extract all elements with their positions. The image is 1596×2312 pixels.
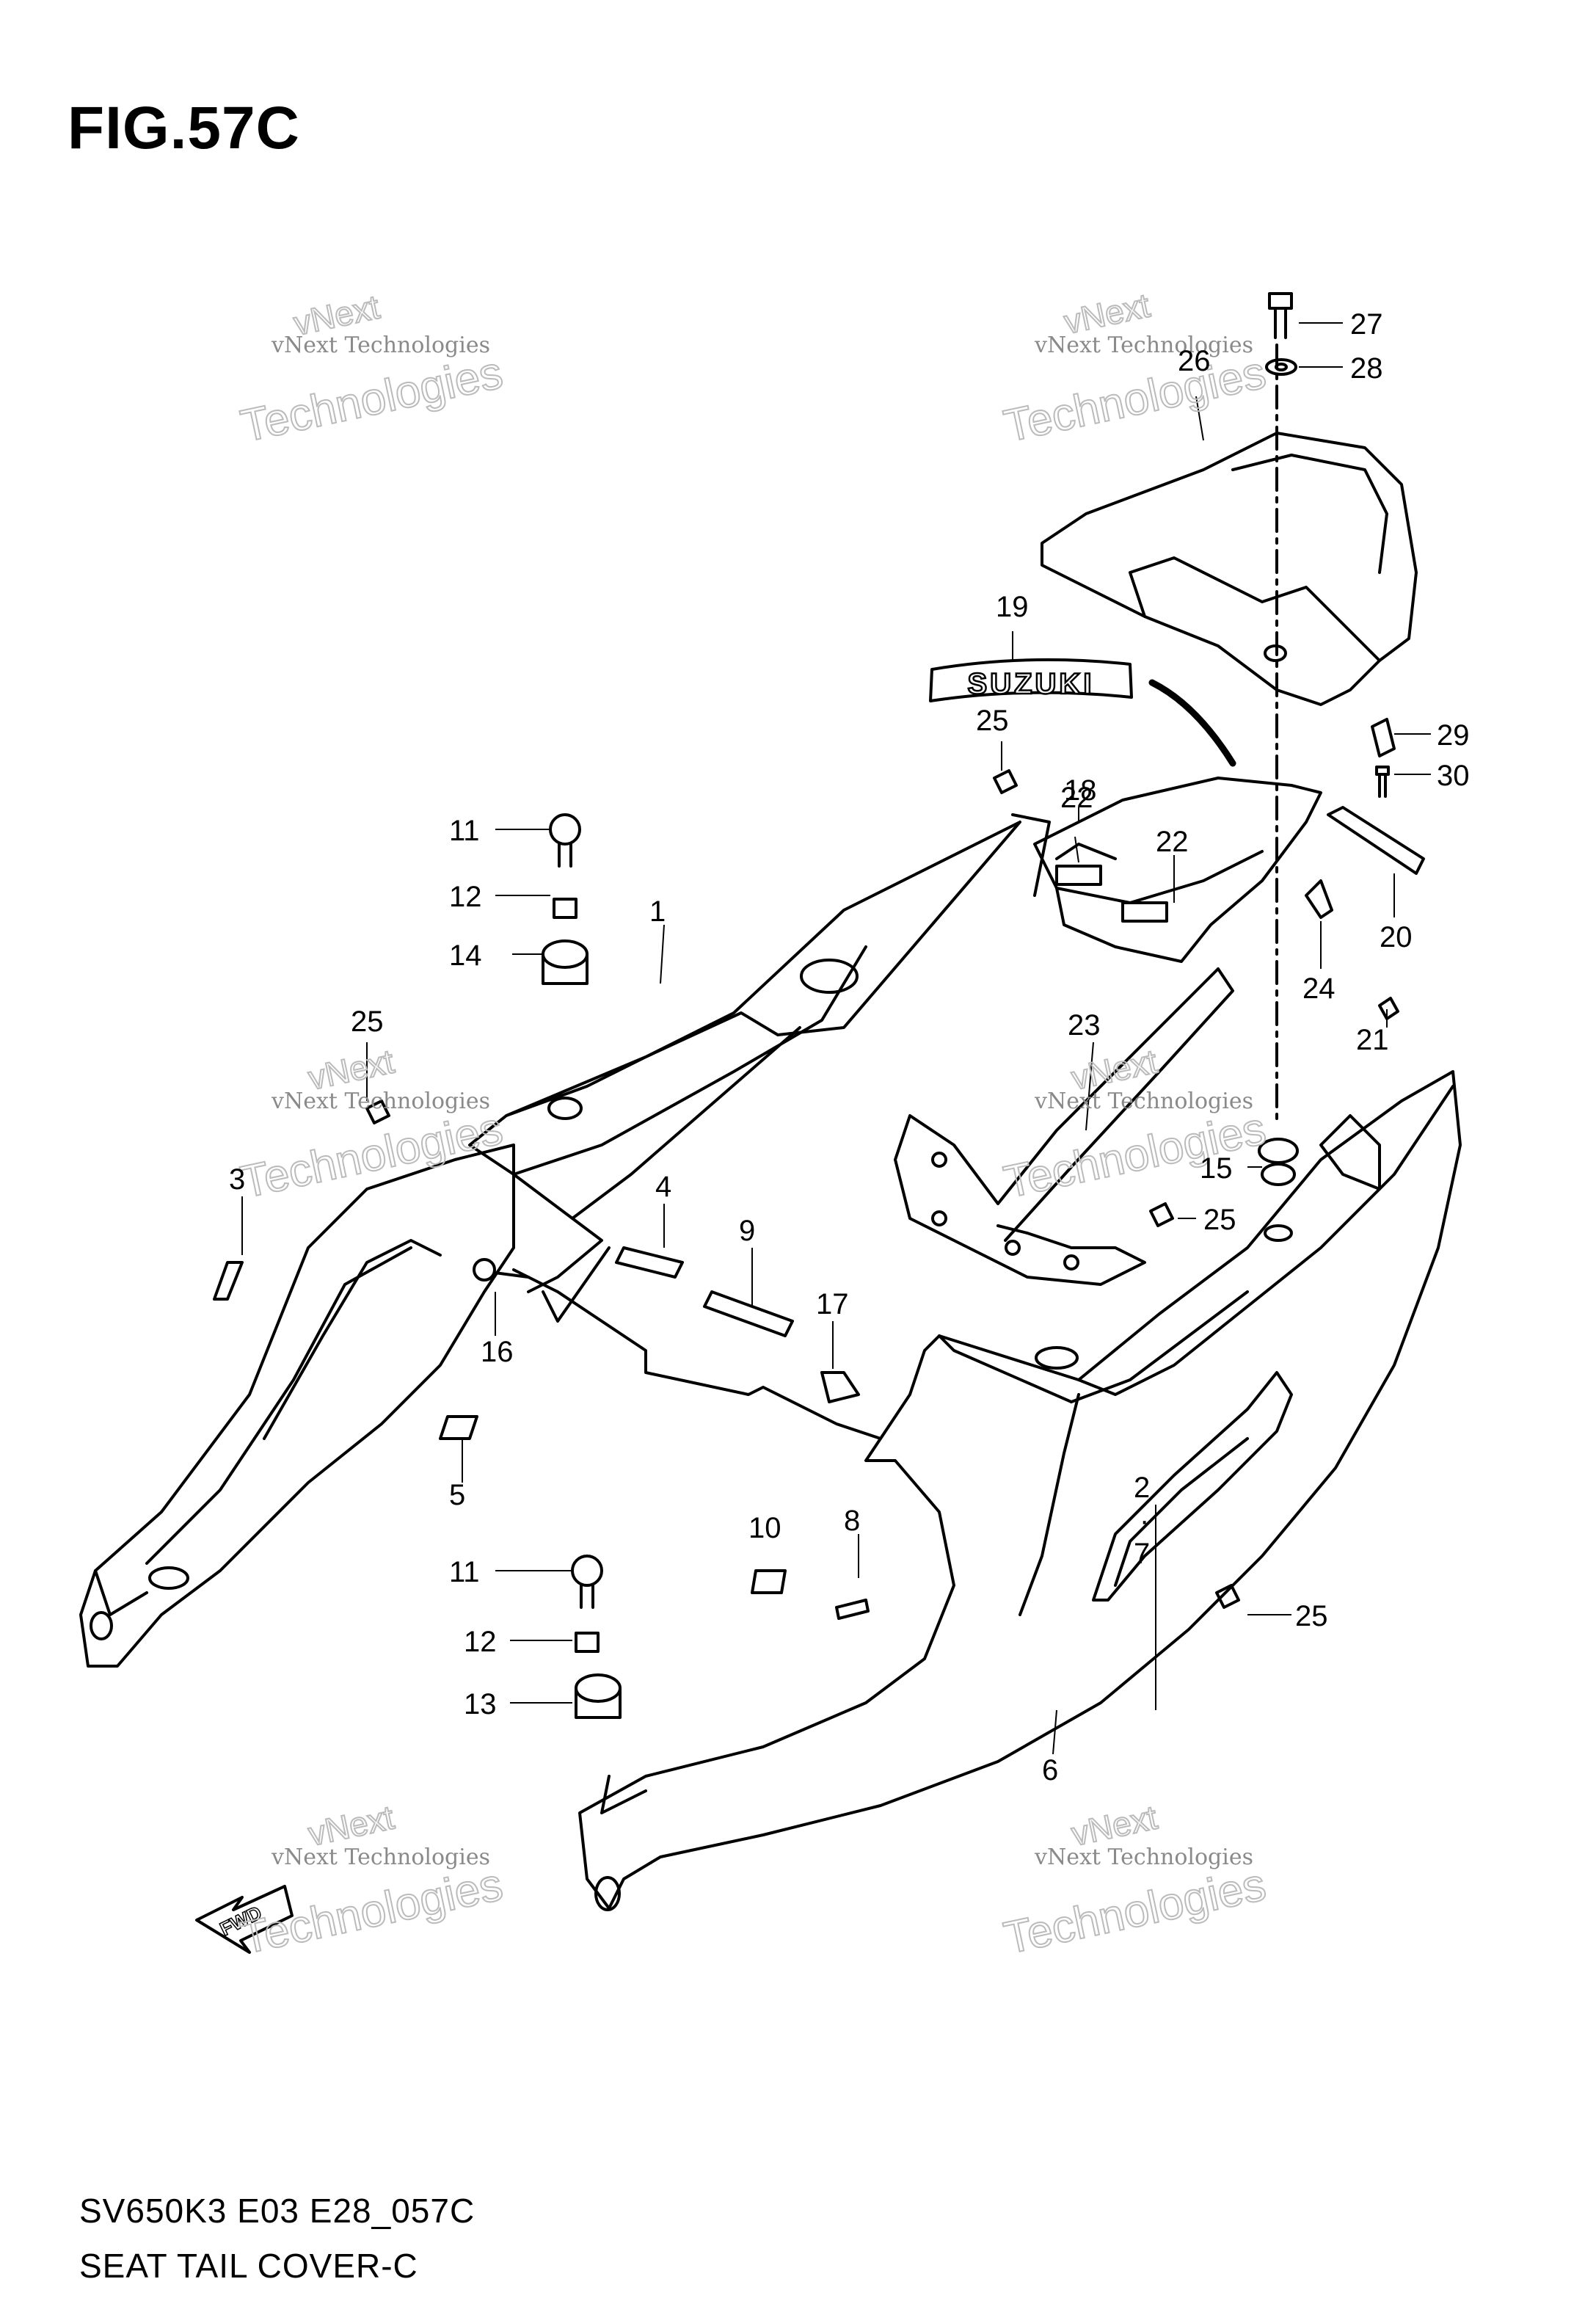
callout-label: 16 [481, 1336, 514, 1368]
callout-label: 11 [449, 815, 480, 847]
callout-label: 4 [655, 1171, 671, 1203]
fwd-arrow-icon [195, 1885, 294, 1954]
callout-label: 10 [748, 1512, 781, 1544]
callout-label: 9 [739, 1215, 755, 1247]
callout-label: 12 [464, 1626, 497, 1658]
callout-label: 22 [1060, 782, 1093, 814]
watermark-text: vNext Technologies [1034, 1088, 1253, 1114]
watermark-text: vNext Technologies [271, 1088, 490, 1114]
grab-rail [1041, 432, 1418, 706]
brand-badge-text: SUZUKI [968, 668, 1095, 700]
callout-label: · [1140, 1505, 1149, 1537]
figure-code: SV650K3 E03 E28_057C [79, 2192, 475, 2230]
watermark-group: vNext Technologies vNext Technologies vN… [236, 285, 1270, 1964]
left-side-cover [79, 1144, 515, 1668]
inner-bracket [894, 967, 1220, 1286]
callout-label: 18 [1064, 774, 1097, 807]
callout-label: 30 [1437, 760, 1470, 792]
callout-label: 15 [1200, 1152, 1233, 1185]
callout-label: 23 [1068, 1009, 1101, 1042]
watermark-text: Technologies [999, 1859, 1269, 1964]
callout-label: 25 [351, 1006, 384, 1038]
seat-frame-part [468, 821, 1021, 1293]
watermark-text: Technologies [236, 1859, 506, 1964]
sv-logo-emblem [1092, 1371, 1293, 1602]
callout-label: 17 [816, 1288, 849, 1320]
callout-label: 3 [229, 1163, 245, 1196]
watermark-text: vNext Technologies [271, 1844, 490, 1870]
callout-label: 2 [1134, 1472, 1150, 1504]
callout-label: 20 [1380, 921, 1413, 953]
callout-numbers: 1 2 · 7 3 4 5 6 8 9 10 11 11 12 12 13 14… [229, 308, 1470, 1786]
watermark-text: vNext Technologies [271, 332, 490, 358]
callout-label: 25 [1203, 1204, 1236, 1236]
callout-label: 22 [1156, 826, 1189, 858]
right-side-cover [578, 1070, 1462, 1910]
watermark-text: Technologies [999, 347, 1269, 452]
callout-label: 19 [996, 591, 1029, 623]
callout-label: 1 [649, 895, 666, 928]
callout-label: 25 [976, 705, 1009, 737]
figure-name: SEAT TAIL COVER-C [79, 2247, 418, 2285]
callout-label: 12 [449, 881, 482, 913]
watermark-text: vNext Technologies [1034, 1844, 1253, 1870]
callout-label: 24 [1302, 973, 1336, 1005]
callout-label: 27 [1350, 308, 1383, 341]
callout-label: 21 [1356, 1024, 1389, 1056]
callout-label: 11 [449, 1556, 480, 1588]
callout-label: 6 [1042, 1754, 1058, 1786]
callout-label: 8 [844, 1505, 860, 1537]
callout-label: 13 [464, 1688, 497, 1720]
watermark-text: vNext Technologies [1034, 332, 1253, 358]
callout-label: 28 [1350, 352, 1383, 385]
callout-label: 25 [1295, 1600, 1328, 1632]
figure-title: FIG.57C [68, 95, 300, 161]
rear-cover-part [1033, 777, 1322, 963]
callout-label: 5 [449, 1479, 465, 1511]
watermark-text: Technologies [236, 347, 506, 452]
callout-label: 14 [449, 939, 482, 972]
callout-label: 29 [1437, 719, 1470, 752]
callout-label: 7 [1134, 1538, 1150, 1570]
callout-label: 26 [1178, 345, 1211, 377]
